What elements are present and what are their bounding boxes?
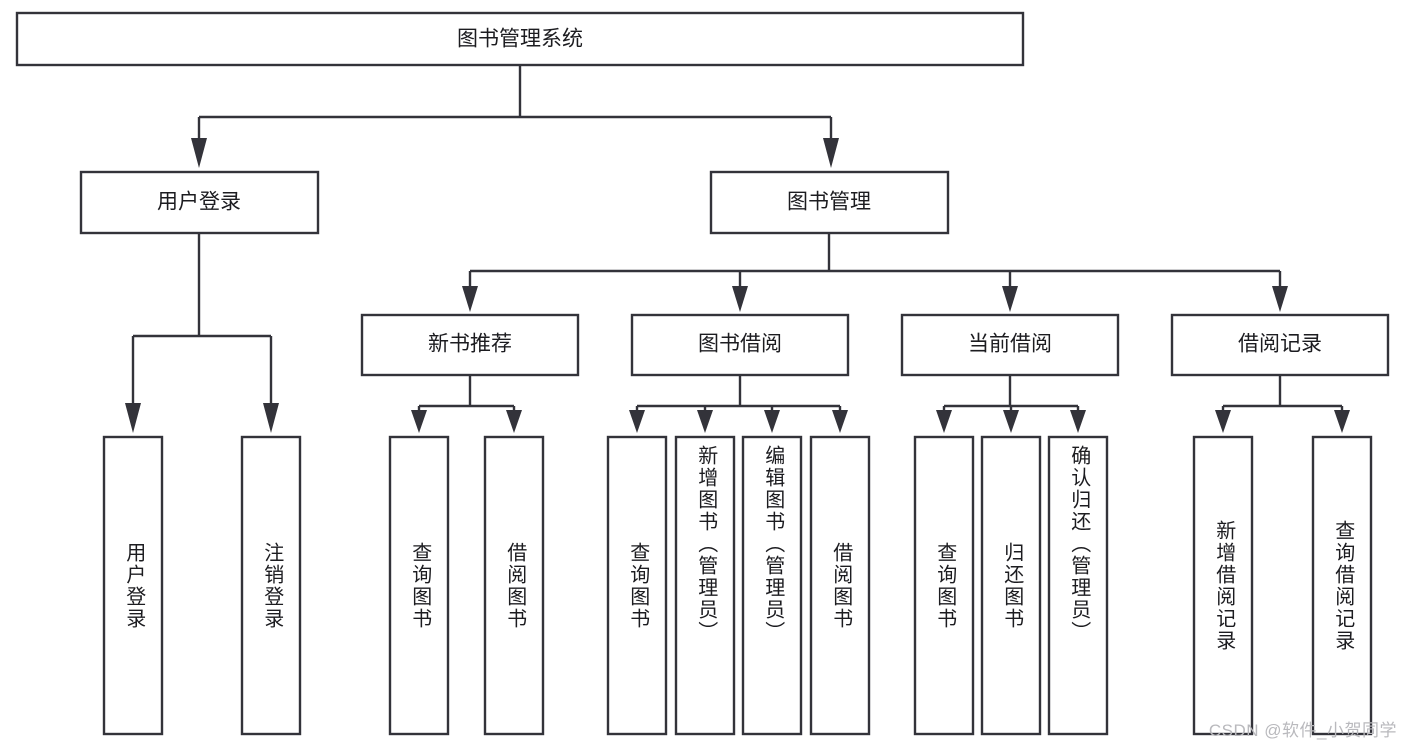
connector-group-user-login: [125, 233, 279, 433]
arrow-head-leaf-borrow-book: [832, 410, 848, 433]
watermark-credit: CSDN @软件_小贺同学: [1208, 721, 1397, 740]
node-box-leaf-query-book-recommend[interactable]: [388, 435, 450, 736]
node-box-book-management[interactable]: [709, 170, 950, 235]
arrow-head-borrow-record: [1272, 286, 1288, 312]
node-box-leaf-user-login[interactable]: [102, 435, 164, 736]
arrow-head-new-book-recommend: [462, 286, 478, 312]
node-box-leaf-query-book-borrow[interactable]: [606, 435, 668, 736]
arrow-head-book-management: [823, 138, 839, 168]
node-box-borrow-record[interactable]: [1170, 313, 1390, 377]
arrow-head-leaf-borrow-book-recommend: [506, 410, 522, 433]
arrow-head-leaf-return-book: [1003, 410, 1019, 433]
node-box-leaf-logout-login[interactable]: [240, 435, 302, 736]
node-box-leaf-query-book-current[interactable]: [913, 435, 975, 736]
node-box-leaf-return-book[interactable]: [980, 435, 1042, 736]
node-label-new-book-recommend: 新书推荐: [428, 333, 512, 356]
node-box-user-login[interactable]: [79, 170, 320, 235]
node-box-leaf-add-borrow-record[interactable]: [1192, 435, 1254, 736]
node-box-leaf-query-borrow-record[interactable]: [1311, 435, 1373, 736]
arrow-head-user-login: [191, 138, 207, 168]
node-box-leaf-edit-book-admin[interactable]: [741, 435, 803, 736]
arrow-head-book-borrow: [732, 286, 748, 312]
connector-group-book-borrow: [629, 375, 848, 433]
connector-group-new-book-recommend: [411, 375, 522, 433]
arrow-head-leaf-query-book-recommend: [411, 410, 427, 433]
connector-group-current-borrow: [936, 375, 1086, 433]
arrow-head-leaf-add-borrow-record: [1215, 410, 1231, 433]
arrow-head-current-borrow: [1002, 286, 1018, 312]
node-box-leaf-borrow-book-recommend[interactable]: [483, 435, 545, 736]
node-box-leaf-borrow-book[interactable]: [809, 435, 871, 736]
connector-group-book-management: [462, 233, 1288, 312]
node-label-book-management: 图书管理: [787, 191, 871, 214]
node-box-book-borrow[interactable]: [630, 313, 850, 377]
node-label-book-borrow: 图书借阅: [698, 333, 782, 356]
node-box-leaf-add-book-admin[interactable]: [674, 435, 736, 736]
connector-group-root: [191, 65, 839, 168]
node-box-root[interactable]: [15, 11, 1025, 67]
arrow-head-leaf-user-login: [125, 403, 141, 433]
node-box-current-borrow[interactable]: [900, 313, 1120, 377]
arrow-head-leaf-confirm-return-admin: [1070, 410, 1086, 433]
arrow-head-leaf-logout-login: [263, 403, 279, 433]
node-box-leaf-confirm-return-admin[interactable]: [1047, 435, 1109, 736]
connector-group-borrow-record: [1215, 375, 1350, 433]
node-label-current-borrow: 当前借阅: [968, 333, 1052, 356]
arrow-head-leaf-add-book-admin: [697, 410, 713, 433]
node-label-root: 图书管理系统: [457, 28, 583, 51]
node-label-user-login: 用户登录: [157, 191, 241, 214]
arrow-head-leaf-query-borrow-record: [1334, 410, 1350, 433]
arrow-head-leaf-query-book-current: [936, 410, 952, 433]
arrow-head-leaf-edit-book-admin: [764, 410, 780, 433]
node-box-new-book-recommend[interactable]: [360, 313, 580, 377]
arrow-head-leaf-query-book-borrow: [629, 410, 645, 433]
node-label-borrow-record: 借阅记录: [1238, 333, 1322, 356]
